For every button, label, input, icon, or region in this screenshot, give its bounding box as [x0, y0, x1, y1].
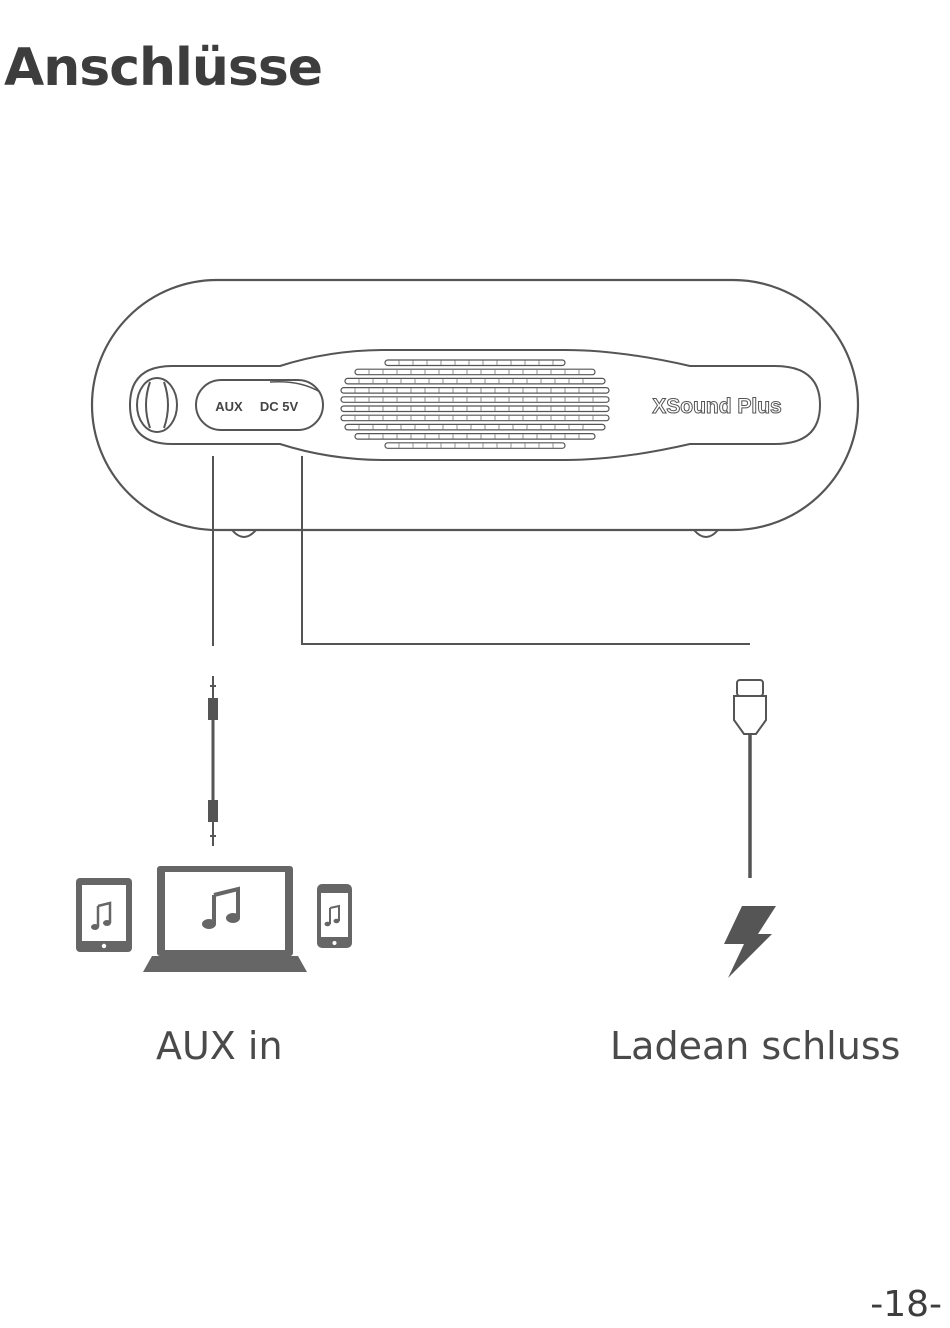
grille-slot	[341, 397, 609, 403]
grille-slot	[341, 388, 609, 394]
port-dc-label: DC 5V	[260, 399, 299, 414]
tablet-icon	[76, 878, 132, 952]
grille-slot	[385, 360, 565, 366]
aux-cable-icon	[208, 676, 218, 846]
aux-in-label: AUX in	[156, 1024, 283, 1068]
grille-slot	[345, 378, 605, 384]
smartphone-icon	[317, 884, 352, 948]
grille-slot	[355, 369, 595, 375]
brand-logo: XSound Plus	[652, 395, 782, 418]
grille-slot	[355, 434, 595, 440]
charging-port-label: Ladean schluss	[610, 1024, 900, 1068]
port-aux-label: AUX	[215, 399, 243, 414]
grille-slot	[385, 443, 565, 449]
usb-cable-icon	[734, 680, 766, 878]
grille-slot	[341, 415, 609, 421]
grille-slot	[341, 406, 609, 412]
power-button	[137, 378, 177, 432]
page-number: -18-	[870, 1284, 942, 1325]
speaker: AUX DC 5V XSound Plus	[92, 280, 858, 537]
grille-slot	[345, 424, 605, 430]
laptop-icon	[143, 866, 307, 972]
lightning-icon	[724, 906, 776, 978]
